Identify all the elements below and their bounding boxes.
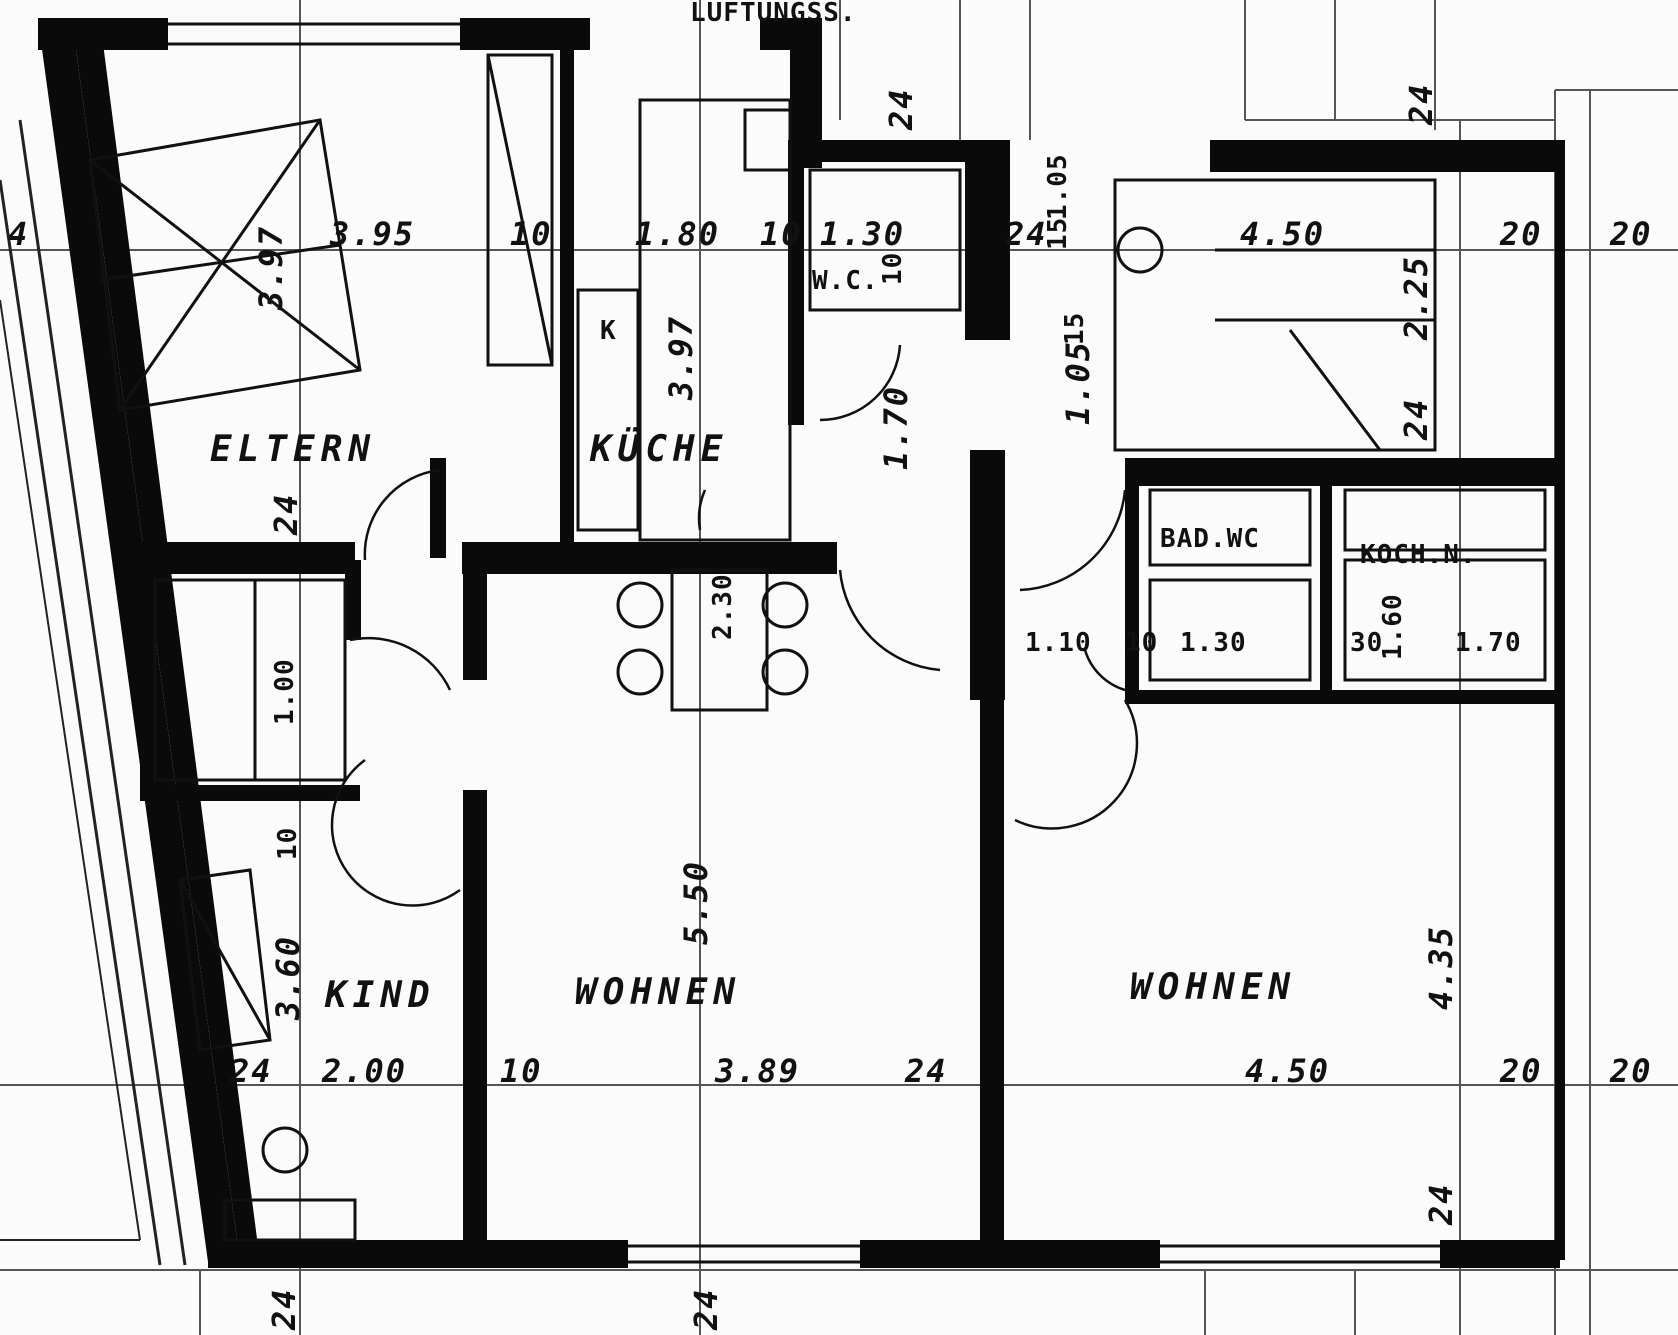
kitchen-symbol: K [600, 316, 617, 346]
dim-wc-10: 10 [878, 251, 908, 285]
dim-top-9: 20 [1500, 215, 1543, 253]
dim-bottom-24-b: 24 [687, 1287, 725, 1330]
dim-small-4: 30 [1350, 628, 1384, 658]
dim-bottom-4: 3.89 [715, 1052, 801, 1090]
dim-stair-105: 1.05 [1059, 339, 1097, 425]
facade-lines [0, 119, 187, 1266]
dim-wohnen-550: 5.50 [677, 859, 715, 945]
dim-top-24-a: 24 [882, 87, 920, 130]
room-label-kueche: KÜCHE [590, 429, 729, 470]
dim-bottom-1: 24 [230, 1052, 273, 1090]
door-swings [330, 344, 1139, 907]
dim-top-24-b: 24 [1402, 82, 1440, 125]
dim-wc-105: 1.05 [1043, 153, 1073, 220]
dim-bottom-5: 24 [905, 1052, 948, 1090]
dim-top-5: 10 [760, 215, 803, 253]
dim-bottom-7: 20 [1500, 1052, 1543, 1090]
dim-kueche-depth: 3.97 [662, 314, 700, 400]
dim-bottom-8: 20 [1610, 1052, 1653, 1090]
room-label-wohnen-1: WOHNEN [575, 972, 742, 1013]
dim-small-5: 1.70 [1455, 628, 1522, 658]
dim-top-6: 1.30 [820, 215, 906, 253]
dim-small-1: 1.10 [1025, 628, 1092, 658]
dim-bottom-6: 4.50 [1245, 1052, 1331, 1090]
dim-top-7: 24 [1005, 215, 1048, 253]
room-label-wc: W.C. [812, 266, 879, 296]
header-label: LÜFTUNGSS. [690, 0, 857, 28]
furniture [88, 53, 1547, 1242]
dim-flur-170: 1.70 [877, 384, 915, 470]
windows [168, 22, 1440, 1264]
dim-eltern-24: 24 [267, 492, 305, 535]
dim-koch-160: 1.60 [1378, 593, 1408, 660]
dim-top-4: 1.80 [635, 215, 721, 253]
dim-top-2: 3.95 [330, 215, 416, 253]
dim-bottom-3: 10 [500, 1052, 543, 1090]
dim-wc-15: 15 [1043, 216, 1073, 250]
dim-top-3: 10 [510, 215, 553, 253]
dim-stair-24: 24 [1397, 397, 1435, 440]
dim-bottom-2: 2.00 [322, 1052, 408, 1090]
dim-bottom-24-a: 24 [265, 1287, 303, 1330]
dim-top-10: 20 [1610, 215, 1653, 253]
dim-kind-10: 10 [273, 826, 303, 860]
room-label-kind: KIND [325, 975, 436, 1016]
dim-kind-360: 3.60 [269, 934, 307, 1020]
dim-stair-225: 2.25 [1397, 254, 1435, 340]
dim-small-2: 10 [1125, 628, 1159, 658]
dim-small-3: 1.30 [1180, 628, 1247, 658]
dim-eltern-depth: 3.97 [252, 224, 290, 310]
room-label-eltern: ELTERN [210, 429, 377, 470]
dim-bath-100: 1.00 [270, 658, 300, 725]
room-label-koch-n: KOCH.N. [1360, 540, 1477, 570]
dim-top-1: 4 [8, 215, 30, 253]
room-label-wohnen-2: WOHNEN [1130, 967, 1297, 1008]
dim-wohnen-435: 4.35 [1422, 924, 1460, 1010]
dim-right-24: 24 [1422, 1182, 1460, 1225]
dim-top-8: 4.50 [1240, 215, 1326, 253]
dim-table-label: 2.30 [708, 573, 738, 640]
room-label-bad-wc: BAD.WC [1160, 524, 1260, 554]
